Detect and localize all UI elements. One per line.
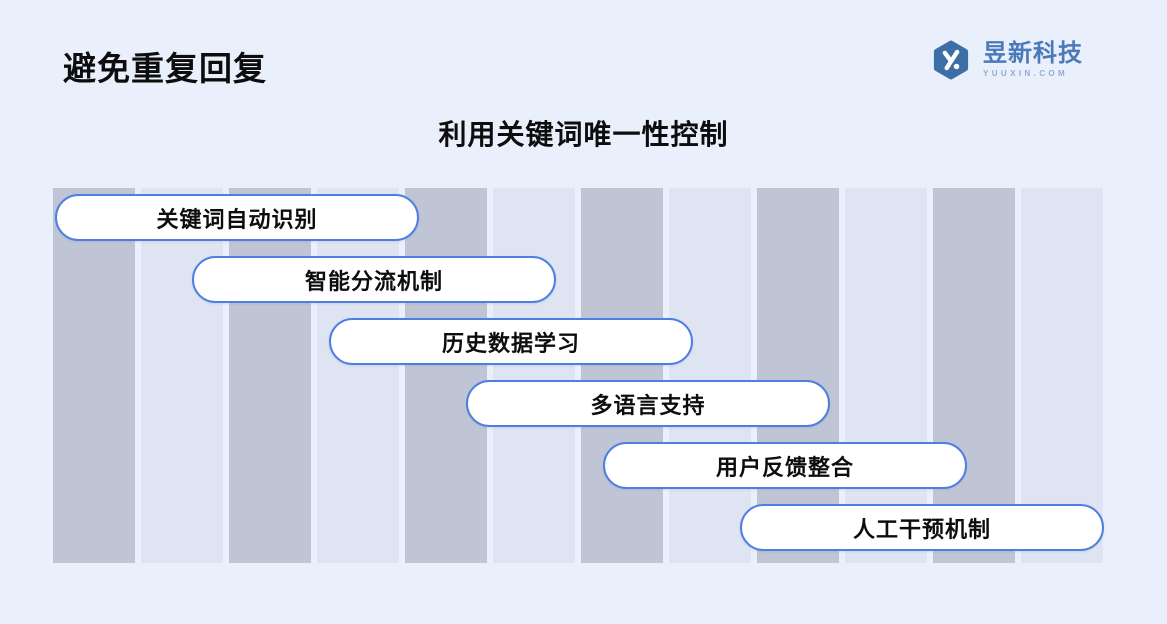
brand-text: 昱新科技 YUUXIN.COM [983, 42, 1083, 78]
stripe-column [581, 188, 663, 563]
stripe-column [845, 188, 927, 563]
hexagon-yx-icon [932, 40, 970, 80]
slide-subtitle: 利用关键词唯一性控制 [438, 119, 729, 150]
stripe-column [405, 188, 487, 563]
feature-pill: 关键词自动识别 [55, 194, 419, 241]
brand-logo: 昱新科技 YUUXIN.COM [932, 40, 1083, 80]
feature-pill-label: 人工干预机制 [852, 516, 991, 542]
feature-pill-label: 关键词自动识别 [156, 206, 318, 232]
stripe-column [669, 188, 751, 563]
page-title: 避免重复回复 [63, 50, 267, 87]
feature-pill-label: 多语言支持 [590, 392, 706, 418]
stripe-column [757, 188, 839, 563]
feature-pill-label: 历史数据学习 [441, 330, 580, 356]
brand-name: 昱新科技 [983, 40, 1083, 67]
feature-board: 关键词自动识别智能分流机制历史数据学习多语言支持用户反馈整合人工干预机制 [53, 188, 1104, 563]
feature-pill-label: 用户反馈整合 [715, 454, 854, 480]
stripe-column [53, 188, 135, 563]
feature-pill: 人工干预机制 [740, 504, 1104, 551]
feature-pill: 智能分流机制 [192, 256, 556, 303]
feature-pill: 用户反馈整合 [603, 442, 967, 489]
stripe-column [933, 188, 1015, 563]
stripe-column [141, 188, 223, 563]
feature-pill: 多语言支持 [466, 380, 830, 427]
feature-pills: 关键词自动识别智能分流机制历史数据学习多语言支持用户反馈整合人工干预机制 [53, 188, 1104, 563]
feature-pill: 历史数据学习 [329, 318, 693, 365]
stripe-column [1021, 188, 1103, 563]
feature-pill-label: 智能分流机制 [304, 268, 443, 294]
stripe-background [53, 188, 1103, 563]
stripe-column [229, 188, 311, 563]
stripe-column [493, 188, 575, 563]
brand-domain: YUUXIN.COM [983, 69, 1069, 78]
stripe-column [317, 188, 399, 563]
